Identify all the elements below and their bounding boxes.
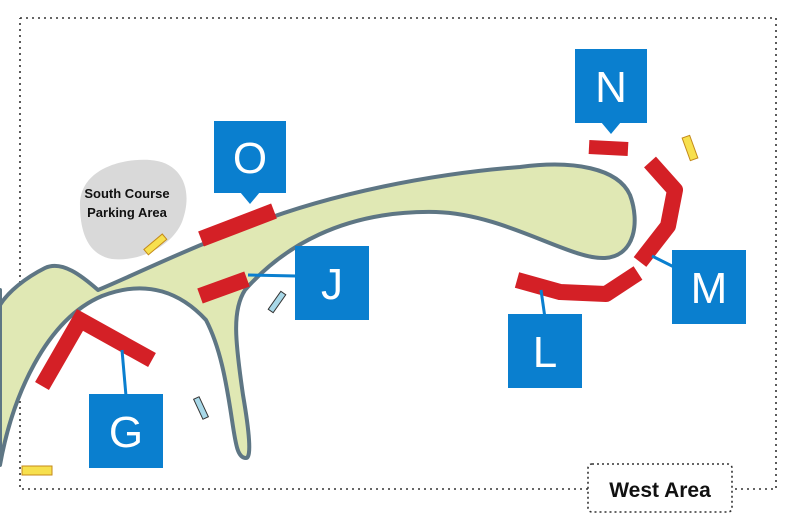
marker-n-pointer <box>601 122 621 134</box>
parking-area-label-line2: Parking Area <box>87 205 167 220</box>
south-course-parking-area[interactable] <box>80 159 187 260</box>
marker-n[interactable] <box>575 49 647 123</box>
marker-m[interactable] <box>672 250 746 324</box>
marker-g[interactable] <box>89 394 163 468</box>
marker-n-label: N <box>595 63 627 112</box>
stand-j[interactable] <box>197 271 250 304</box>
area-boundary <box>19 17 777 490</box>
west-area-label: West Area <box>609 479 711 502</box>
marker-o-pointer <box>240 192 260 204</box>
parking-area-label-line1: South Course <box>84 186 169 201</box>
marker-j-pointer <box>247 273 297 278</box>
stand-g[interactable] <box>35 309 156 390</box>
yellow-marker <box>681 134 699 162</box>
blue-marker <box>192 396 210 420</box>
marker-l-pointer <box>539 289 547 319</box>
stand-m[interactable] <box>633 156 683 267</box>
marker-g-label: G <box>109 408 143 457</box>
marker-l-label: L <box>533 328 557 377</box>
marker-j[interactable] <box>295 246 369 320</box>
circuit-track <box>0 162 637 467</box>
yellow-marker <box>21 465 53 476</box>
marker-l[interactable] <box>508 314 582 388</box>
marker-g-pointer <box>120 349 128 397</box>
west-area-box <box>587 463 733 513</box>
blue-marker <box>267 290 287 314</box>
stand-l[interactable] <box>514 266 643 302</box>
marker-m-pointer <box>651 254 675 269</box>
stand-n[interactable] <box>588 140 629 156</box>
marker-j-label: J <box>321 260 343 309</box>
marker-o-label: O <box>233 134 267 183</box>
stand-o[interactable] <box>198 203 277 247</box>
marker-o[interactable] <box>214 121 286 193</box>
marker-m-label: M <box>691 264 728 313</box>
yellow-marker <box>143 233 168 256</box>
